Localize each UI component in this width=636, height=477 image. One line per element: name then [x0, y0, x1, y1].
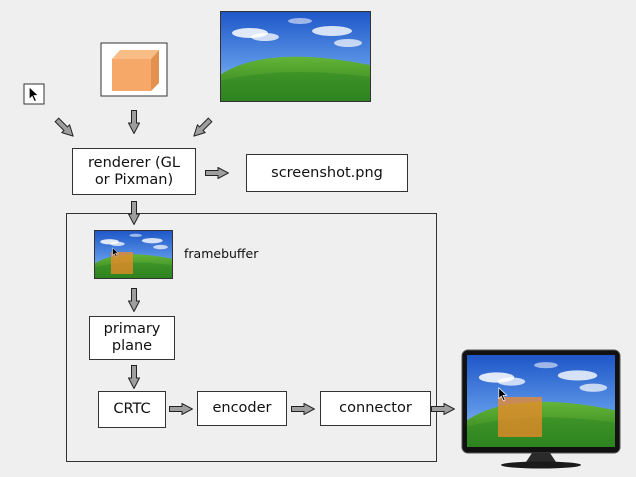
screenshot-box: screenshot.png [246, 154, 408, 192]
screenshot-label: screenshot.png [271, 164, 383, 181]
arrow-plane-to-crtc [128, 365, 140, 389]
crtc-box: CRTC [98, 391, 166, 428]
crtc-label: CRTC [113, 401, 151, 417]
arrow-renderer-to-screenshot [205, 167, 229, 179]
renderer-box: renderer (GL or Pixman) [72, 148, 196, 195]
framebuffer-label: framebuffer [184, 246, 259, 261]
connector-box: connector [320, 391, 431, 426]
framebuffer-image [94, 230, 173, 279]
arrow-cursor-to-renderer [52, 115, 78, 141]
kms-container [66, 213, 437, 462]
monitor-icon [461, 349, 621, 469]
arrow-framebuffer-to-plane [128, 288, 140, 312]
primary-plane-box: primary plane [89, 316, 175, 360]
cursor-input-icon [23, 83, 45, 105]
arrow-cube-to-renderer [128, 110, 140, 134]
arrow-crtc-to-encoder [169, 403, 193, 415]
arrow-wallpaper-to-renderer [189, 115, 215, 141]
encoder-label: encoder [212, 400, 272, 416]
renderer-label: renderer (GL or Pixman) [88, 154, 180, 188]
encoder-box: encoder [197, 391, 287, 426]
primary-plane-label: primary plane [103, 321, 161, 354]
connector-label: connector [339, 400, 412, 416]
arrow-connector-to-monitor [431, 403, 455, 415]
cube-input-icon [100, 42, 168, 97]
wallpaper-input-image [220, 11, 371, 102]
arrow-encoder-to-connector [291, 403, 315, 415]
